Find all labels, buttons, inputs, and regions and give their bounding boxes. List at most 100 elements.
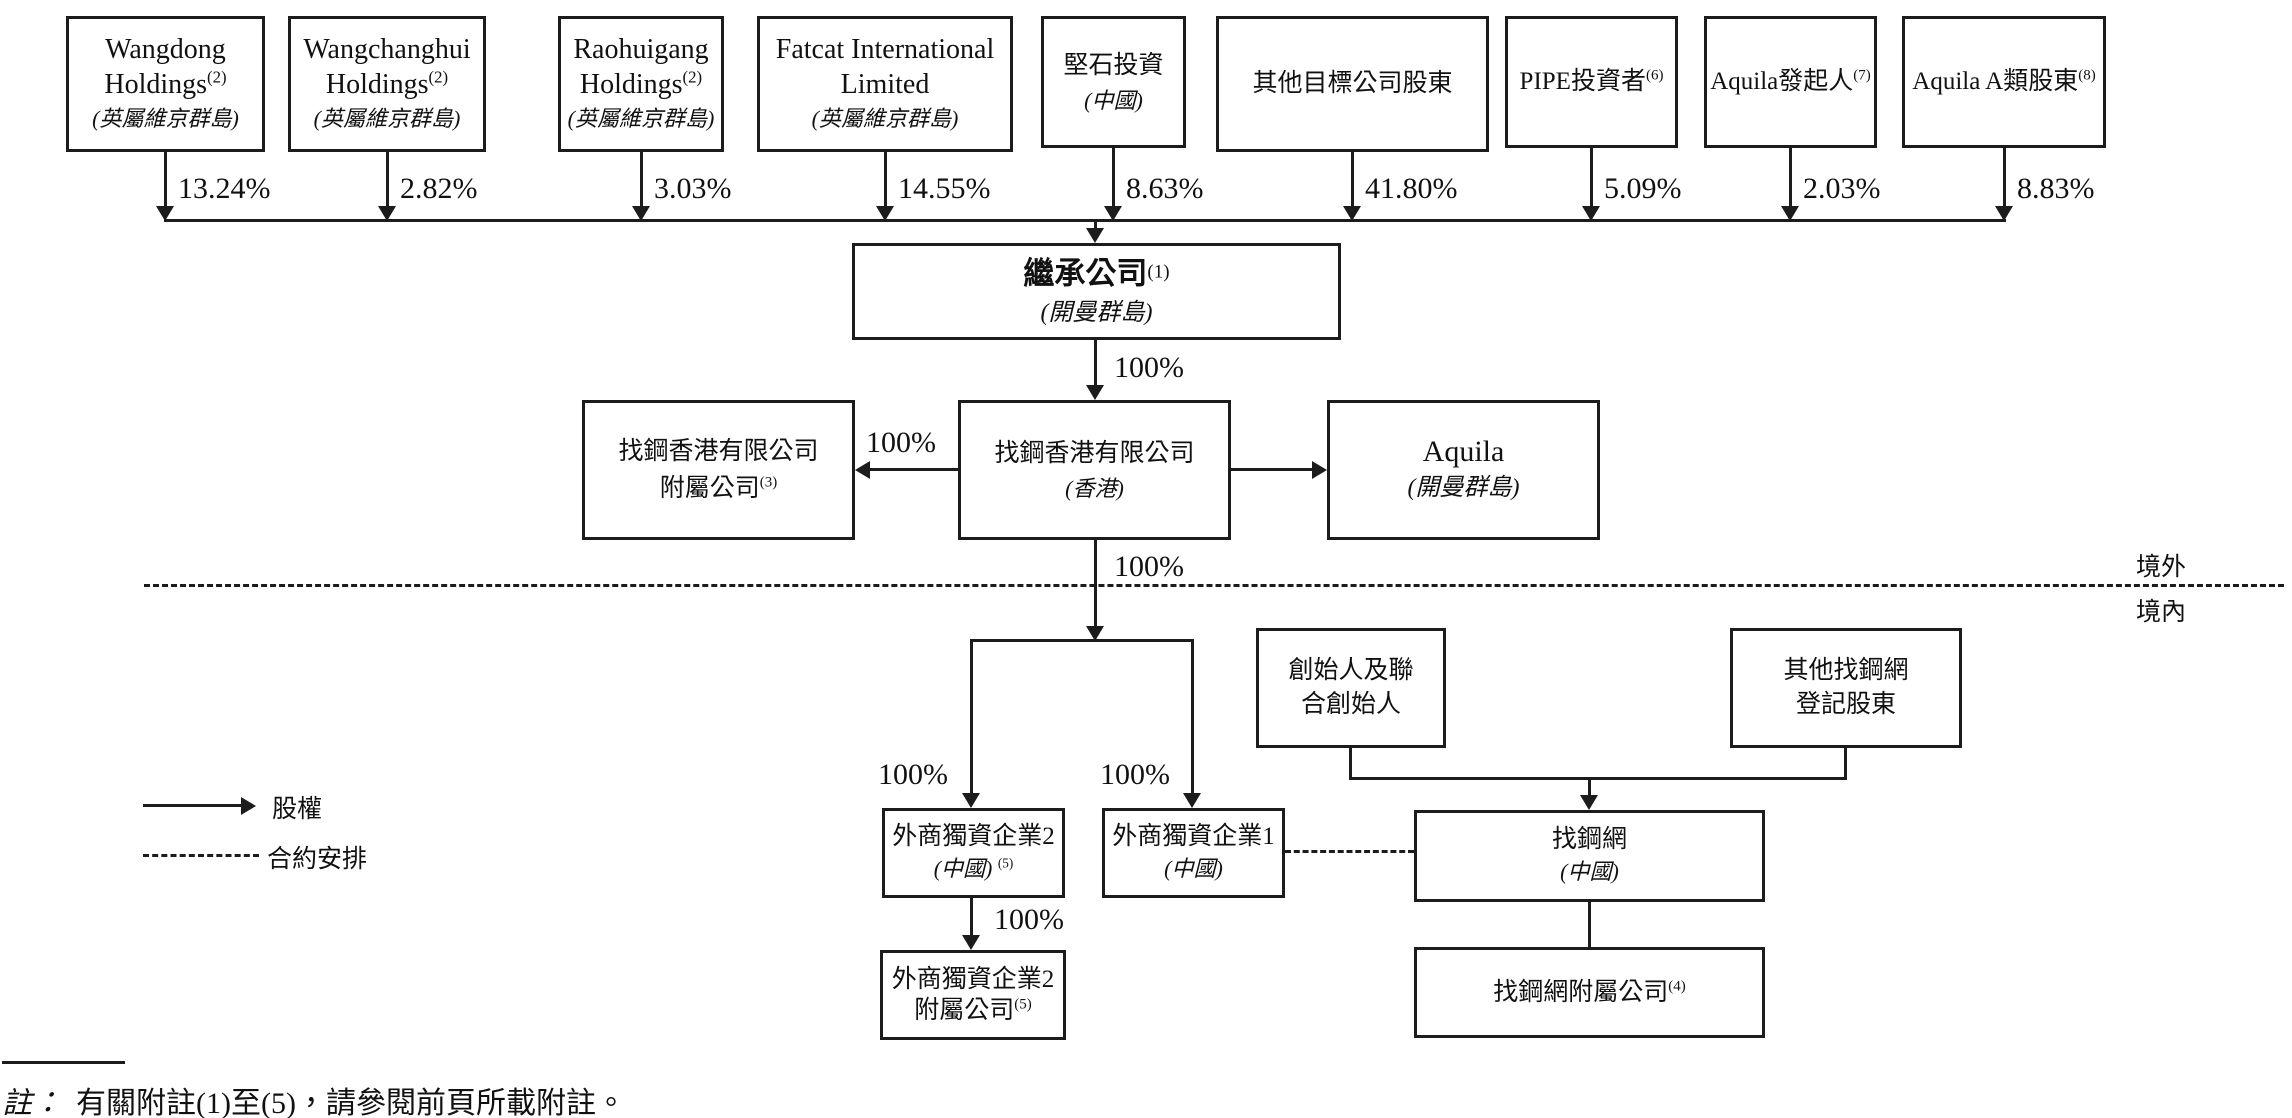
node-label: Aquila發起人(7) (1710, 67, 1871, 96)
arrow-down-icon (378, 206, 396, 221)
node-other-registered-shareholders: 其他找鋼網登記股東 (1730, 628, 1962, 748)
node-location: (英屬維京群島) (811, 105, 959, 131)
node-other-target-shareholders: 其他目標公司股東 (1216, 16, 1489, 152)
arrow-down-icon (962, 793, 980, 808)
node-label: 找鋼香港有限公司附屬公司(3) (618, 437, 819, 503)
edge-other-target-drop (1351, 152, 1354, 207)
edge-label-100pct: 100% (866, 426, 936, 459)
arrow-down-icon (1582, 206, 1600, 221)
region-label-onshore: 境內 (2136, 599, 2187, 626)
arrow-left-icon (855, 461, 870, 479)
node-pipe-investors: PIPE投資者(6) (1505, 16, 1678, 148)
node-successor-company: 繼承公司(1) (開曼群島) (852, 243, 1341, 340)
edge-label-pct: 3.03% (654, 172, 732, 205)
node-label: 其他找鋼網登記股東 (1783, 657, 1909, 718)
arrow-down-icon (156, 206, 174, 221)
arrow-down-icon (1104, 206, 1122, 221)
edge-wangdong-drop (164, 152, 167, 207)
arrow-down-icon (1183, 793, 1201, 808)
edge-fork-horizontal (970, 639, 1194, 642)
node-location: (英屬維京群島) (92, 105, 239, 131)
edge-label-100pct: 100% (1114, 351, 1184, 384)
node-label: 找鋼網 (1551, 825, 1627, 853)
edge-jianshi-drop (1112, 148, 1115, 207)
footnote-prefix: 註： (2, 1087, 62, 1118)
node-wfoe1: 外商獨資企業1 (中國) (1102, 808, 1285, 898)
arrow-down-icon (1086, 228, 1104, 243)
node-label: PIPE投資者(6) (1519, 67, 1664, 96)
node-label: 繼承公司(1) (1023, 255, 1170, 291)
node-wfoe2: 外商獨資企業2 (中國) (5) (882, 808, 1065, 898)
node-zhaogang-hk: 找鋼香港有限公司 (香港) (958, 400, 1231, 540)
edge-aquila-sponsor-drop (1789, 148, 1792, 207)
node-jianshi-investment: 堅石投資 (中國) (1041, 16, 1186, 148)
edge-wfoe1-zhaogang-contractual (1285, 850, 1414, 853)
edge-other-registered-drop (1844, 748, 1847, 780)
node-label: 外商獨資企業1 (1112, 822, 1275, 850)
node-founders-cofounders: 創始人及聯合創始人 (1256, 628, 1446, 748)
legend-equity-label: 股權 (272, 796, 323, 823)
edge-label-100pct: 100% (878, 758, 948, 791)
node-label: 堅石投資 (1063, 51, 1164, 79)
legend-contractual-label: 合約安排 (267, 846, 368, 873)
edge-merge-horizontal (1349, 777, 1847, 780)
node-location: (開曼群島) (1040, 300, 1153, 327)
node-label: 外商獨資企業2 (892, 822, 1055, 850)
legend-contractual-line (143, 854, 259, 857)
node-label: Aquila (1422, 434, 1505, 468)
edge-label-pct: 41.80% (1365, 172, 1458, 205)
node-aquila-class-a-shareholders: Aquila A類股東(8) (1902, 16, 2106, 148)
edge-hk-to-wfoe-fork (1094, 540, 1097, 626)
edge-aquila-class-a-drop (2003, 148, 2006, 207)
arrow-down-icon (1580, 795, 1598, 810)
node-label: 其他目標公司股東 (1252, 70, 1453, 98)
node-zhaogang-com: 找鋼網 (中國) (1414, 810, 1765, 902)
edge-wangchanghui-drop (386, 152, 389, 207)
edge-label-100pct: 100% (994, 903, 1064, 936)
node-zhaogang-com-subsidiaries: 找鋼網附屬公司(4) (1414, 947, 1765, 1038)
edge-label-100pct: 100% (1114, 550, 1184, 583)
arrow-down-icon (632, 206, 650, 221)
footnote-text: 有關附註(1)至(5)，請參閱前頁所載附註。 (76, 1087, 626, 1118)
node-location: (中國) (5) (933, 855, 1014, 882)
offshore-onshore-boundary (144, 584, 2284, 587)
edge-label-pct: 5.09% (1604, 172, 1682, 205)
node-location: (香港) (1065, 476, 1124, 502)
region-label-offshore: 境外 (2136, 554, 2187, 581)
edge-hk-to-aquila (1231, 468, 1312, 471)
arrow-down-icon (1086, 626, 1104, 641)
edge-label-pct: 13.24% (178, 172, 271, 205)
arrow-down-icon (1995, 206, 2013, 221)
arrow-down-icon (876, 206, 894, 221)
edge-label-100pct: 100% (1100, 758, 1170, 791)
node-location: (開曼群島) (1407, 475, 1520, 502)
legend-equity-line (143, 804, 241, 807)
arrow-down-icon (1781, 206, 1799, 221)
node-location: (英屬維京群島) (313, 105, 461, 131)
arrow-down-icon (1086, 385, 1104, 400)
edge-fork-to-wfoe2 (970, 639, 973, 793)
arrow-right-icon (1312, 461, 1327, 479)
edge-label-pct: 8.83% (2017, 172, 2095, 205)
edge-wfoe2-to-subsidiaries (970, 898, 973, 936)
node-location: (中國) (1560, 859, 1619, 885)
edge-fatcat-drop (884, 152, 887, 207)
node-label: 創始人及聯合創始人 (1288, 657, 1414, 718)
node-label: 找鋼香港有限公司 (994, 439, 1195, 467)
edge-bus-to-successor (1094, 221, 1097, 230)
footnote-rule (2, 1061, 125, 1064)
node-zhaogang-hk-subsidiaries: 找鋼香港有限公司附屬公司(3) (582, 400, 855, 540)
node-label: 找鋼網附屬公司(4) (1493, 978, 1686, 1006)
edge-pipe-drop (1590, 148, 1593, 207)
